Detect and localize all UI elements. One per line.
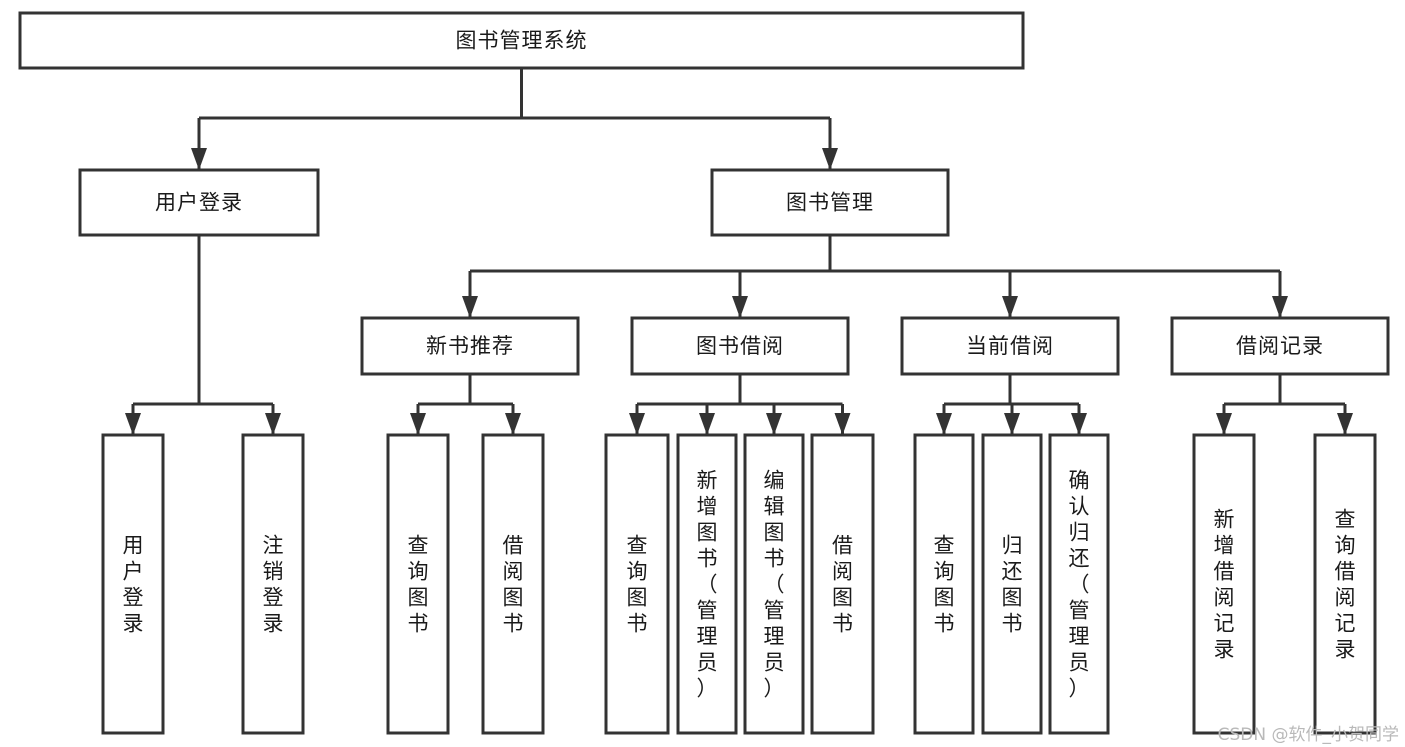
node-label: 新书推荐 — [426, 334, 514, 358]
node-label: 查询图书 — [408, 533, 429, 635]
arrow-head-icon — [1004, 413, 1020, 435]
node-edit-book-admin[interactable]: 编辑图书（管理员） — [743, 433, 805, 735]
arrow-head-icon — [191, 148, 207, 170]
arrow-head-icon — [936, 413, 952, 435]
node-box — [676, 433, 738, 735]
node-label: 查询图书 — [627, 533, 648, 635]
arrow-head-icon — [410, 413, 426, 435]
nodes-layer: 图书管理系统用户登录用户登录注销登录图书管理新书推荐查询图书借阅图书图书借阅查询… — [18, 11, 1390, 735]
node-borrow-record[interactable]: 借阅记录 — [1170, 316, 1390, 376]
node-label: 借阅记录 — [1236, 334, 1324, 358]
node-label: 确认归还（管理员） — [1069, 468, 1090, 700]
node-query-book-2[interactable]: 查询图书 — [604, 433, 670, 735]
node-box — [481, 433, 545, 735]
node-add-borrow-record[interactable]: 新增借阅记录 — [1192, 433, 1256, 735]
arrow-head-icon — [1337, 413, 1353, 435]
node-borrow-book-1[interactable]: 借阅图书 — [481, 433, 545, 735]
connectors-layer — [125, 68, 1353, 435]
node-box — [604, 433, 670, 735]
node-label: 注销登录 — [263, 533, 284, 635]
arrow-head-icon — [1071, 413, 1087, 435]
arrow-head-icon — [1216, 413, 1232, 435]
node-book-manage[interactable]: 图书管理 — [710, 168, 950, 237]
arrow-head-icon — [1272, 296, 1288, 318]
node-confirm-return-admin[interactable]: 确认归还（管理员） — [1048, 433, 1110, 735]
arrow-head-icon — [822, 148, 838, 170]
node-query-book-1[interactable]: 查询图书 — [386, 433, 450, 735]
node-add-book-admin[interactable]: 新增图书（管理员） — [676, 433, 738, 735]
node-label: 归还图书 — [1002, 533, 1023, 635]
node-box — [78, 168, 320, 237]
node-label: 借阅图书 — [503, 533, 524, 635]
node-label: 当前借阅 — [966, 334, 1054, 358]
arrow-head-icon — [505, 413, 521, 435]
node-query-book-3[interactable]: 查询图书 — [913, 433, 975, 735]
node-box — [1313, 433, 1377, 735]
arrow-head-icon — [699, 413, 715, 435]
node-box — [1048, 433, 1110, 735]
node-box — [241, 433, 305, 735]
node-box — [710, 168, 950, 237]
node-label: 用户登录 — [155, 191, 243, 215]
node-borrow-book-2[interactable]: 借阅图书 — [810, 433, 875, 735]
node-user-login[interactable]: 用户登录 — [78, 168, 320, 237]
node-book-borrow[interactable]: 图书借阅 — [630, 316, 850, 376]
node-label: 图书借阅 — [696, 334, 784, 358]
node-label: 图书管理 — [786, 191, 874, 215]
node-box — [386, 433, 450, 735]
node-user-logout[interactable]: 注销登录 — [241, 433, 305, 735]
node-box — [1170, 316, 1390, 376]
node-label: 查询图书 — [934, 533, 955, 635]
arrow-head-icon — [766, 413, 782, 435]
arrow-head-icon — [732, 296, 748, 318]
node-root[interactable]: 图书管理系统 — [18, 11, 1025, 70]
node-label: 用户登录 — [123, 533, 144, 635]
node-box — [913, 433, 975, 735]
node-box — [101, 433, 165, 735]
node-query-borrow-record[interactable]: 查询借阅记录 — [1313, 433, 1377, 735]
node-label: 图书管理系统 — [456, 29, 588, 53]
node-label: 借阅图书 — [832, 533, 853, 635]
arrow-head-icon — [125, 413, 141, 435]
node-box — [900, 316, 1120, 376]
node-box — [1192, 433, 1256, 735]
arrow-head-icon — [265, 413, 281, 435]
node-label: 新增借阅记录 — [1214, 507, 1235, 661]
node-label: 新增图书（管理员） — [697, 468, 718, 700]
node-label: 查询借阅记录 — [1335, 507, 1356, 661]
node-box — [18, 11, 1025, 70]
arrow-head-icon — [629, 413, 645, 435]
node-box — [630, 316, 850, 376]
node-box — [360, 316, 580, 376]
arrow-head-icon — [1002, 296, 1018, 318]
node-user-login-do[interactable]: 用户登录 — [101, 433, 165, 735]
node-current-borrow[interactable]: 当前借阅 — [900, 316, 1120, 376]
arrow-head-icon — [834, 413, 851, 435]
node-label: 编辑图书（管理员） — [764, 468, 785, 700]
node-box — [981, 433, 1043, 735]
node-new-book-recommend[interactable]: 新书推荐 — [360, 316, 580, 376]
node-box — [743, 433, 805, 735]
node-return-book[interactable]: 归还图书 — [981, 433, 1043, 735]
arrow-head-icon — [462, 296, 478, 318]
node-box — [810, 433, 875, 735]
